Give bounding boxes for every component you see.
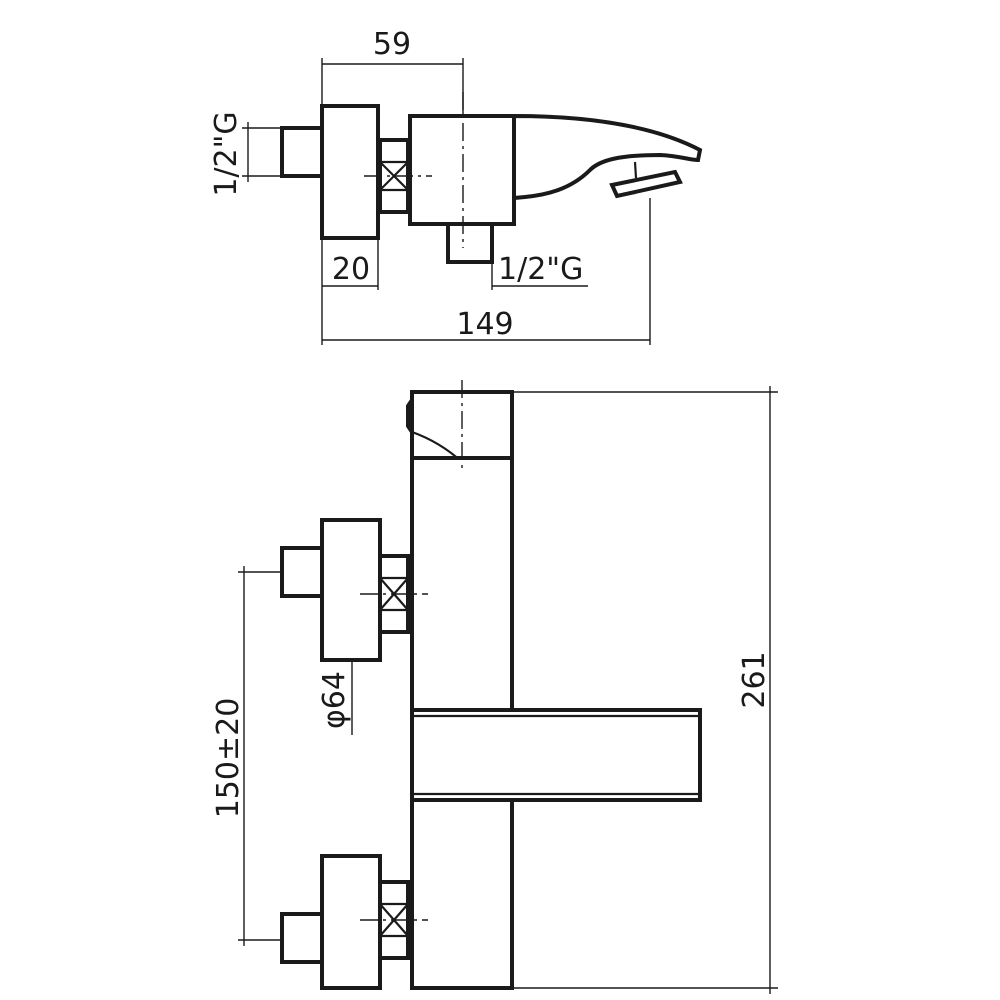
dimension-outlet-thread-label: 1/2"G <box>498 252 583 287</box>
spout <box>410 708 702 802</box>
dimension-inlet-thread: 1/2"G <box>209 111 285 197</box>
lever-handle <box>512 113 703 201</box>
inlet-connector <box>280 126 324 178</box>
handle-knob <box>406 393 414 439</box>
mixer-body-top <box>408 114 516 226</box>
flange-upper <box>320 518 382 662</box>
connector-lower <box>280 912 324 964</box>
dimension-150-label: 150±20 <box>211 698 246 819</box>
dimension-diameter: φ64 <box>317 660 353 735</box>
flange-lower <box>320 854 382 990</box>
dimension-diameter-label: φ64 <box>317 671 352 729</box>
dimension-149: 149 <box>322 198 651 345</box>
outlet-connector <box>446 222 494 264</box>
wall-flange <box>320 104 380 240</box>
handle-tip <box>609 169 683 199</box>
dimension-20: 20 <box>321 238 379 345</box>
dimension-outlet-thread: 1/2"G <box>491 232 588 290</box>
front-view: 150±20 φ64 261 <box>211 380 778 994</box>
dimension-inlet-thread-label: 1/2"G <box>209 111 244 196</box>
dimension-149-label: 149 <box>456 307 513 342</box>
dimension-20-label: 20 <box>332 252 370 287</box>
dimension-150: 150±20 <box>211 566 282 946</box>
dimension-261: 261 <box>512 386 778 994</box>
dimension-261-label: 261 <box>737 651 772 708</box>
dimension-59: 59 <box>321 27 464 128</box>
connector-upper <box>280 546 324 598</box>
dimension-59-label: 59 <box>373 27 411 62</box>
top-view: 59 1/2"G <box>209 27 703 345</box>
